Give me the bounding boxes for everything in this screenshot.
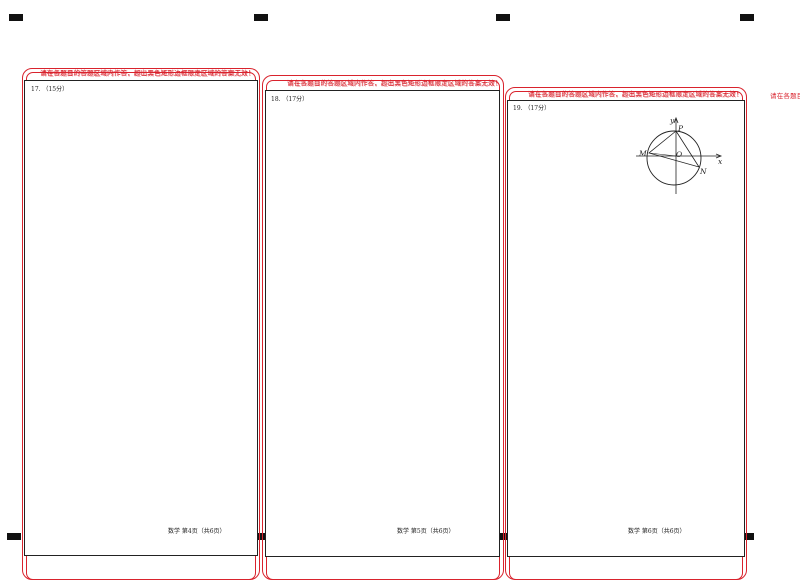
registration-mark-top-2 bbox=[254, 14, 268, 21]
registration-mark-top-1 bbox=[9, 14, 23, 21]
coordinate-circle-diagram: y x P M O N bbox=[636, 116, 723, 194]
question-label-18: 18. （17分） bbox=[271, 96, 309, 103]
question-label-19: 19. （17分） bbox=[513, 105, 551, 112]
circle bbox=[646, 130, 702, 186]
label-p: P bbox=[677, 124, 684, 133]
question-label-17: 17. （15分） bbox=[31, 86, 69, 93]
registration-mark-bottom-2 bbox=[254, 533, 268, 540]
label-y: y bbox=[669, 116, 675, 125]
label-x: x bbox=[718, 157, 723, 166]
registration-mark-top-3 bbox=[496, 14, 510, 21]
page-footer-4: 数学 第4页（共6页） bbox=[168, 528, 226, 535]
segment-mo bbox=[648, 152, 677, 157]
label-o: O bbox=[676, 150, 682, 159]
triangle-pmn bbox=[648, 130, 700, 168]
page-footer-5: 数学 第5页（共6页） bbox=[397, 528, 455, 535]
registration-mark-bottom-1 bbox=[7, 533, 21, 540]
answer-box-19[interactable] bbox=[507, 100, 745, 557]
label-n: N bbox=[699, 167, 707, 176]
warning-text-edge: 请在各题目 bbox=[770, 92, 800, 100]
registration-mark-top-4 bbox=[740, 14, 754, 21]
y-axis-arrow bbox=[673, 116, 679, 124]
registration-mark-bottom-4 bbox=[740, 533, 754, 540]
warning-text-3: 请在各题目的答题区域内作答，超出黑色矩形边框限定区域的答案无效！ bbox=[528, 90, 743, 98]
warning-text-2: 请在各题目的答题区域内作答，超出黑色矩形边框限定区域的答案无效！ bbox=[287, 79, 502, 87]
page-footer-6: 数学 第6页（共6页） bbox=[628, 528, 686, 535]
x-axis-arrow bbox=[715, 153, 723, 159]
label-m: M bbox=[638, 149, 647, 158]
warning-text-1: 请在各题目的答题区域内作答，超出黑色矩形边框限定区域的答案无效！ bbox=[40, 69, 255, 77]
answer-box-18[interactable] bbox=[265, 90, 500, 557]
answer-box-17[interactable] bbox=[24, 80, 258, 556]
